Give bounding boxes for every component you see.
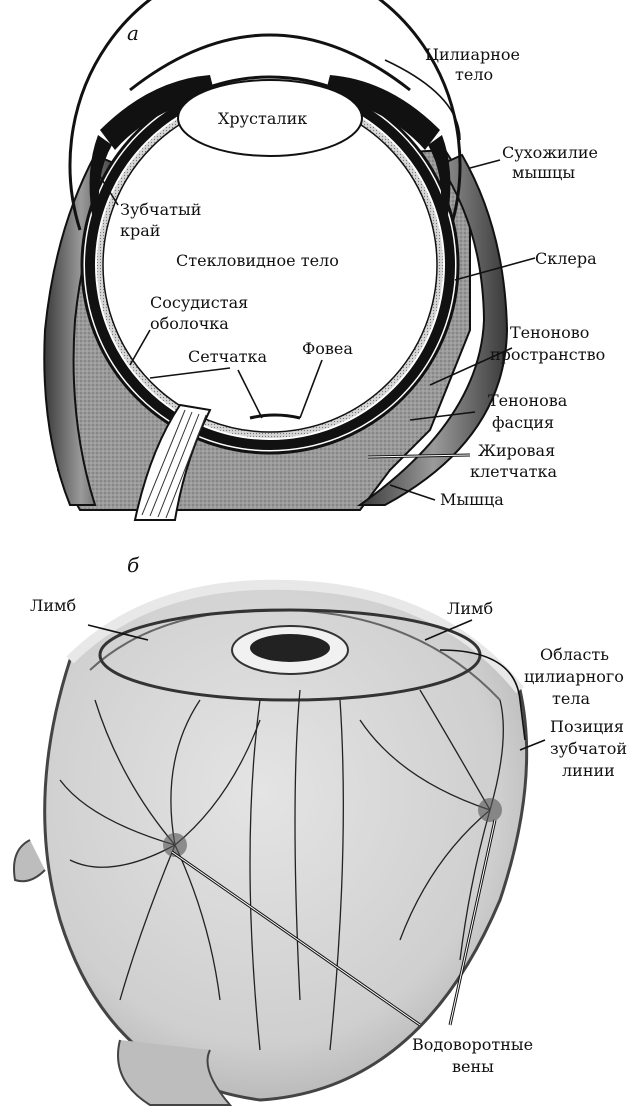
label-sclera: Склера	[535, 249, 597, 268]
label-choroid-1: Сосудистая	[150, 293, 248, 312]
label-limbus-right: Лимб	[447, 599, 493, 618]
label-tendon-2: мышцы	[512, 163, 575, 182]
label-tendon-1: Сухожилие	[502, 143, 598, 162]
label-vortex-1: Водоворотные	[412, 1035, 533, 1054]
pupil	[250, 634, 330, 662]
vortex-vein-right	[478, 798, 502, 822]
label-ora-position-3: линии	[562, 761, 615, 780]
label-ciliary-2: тело	[455, 65, 493, 84]
label-retina: Сетчатка	[188, 347, 268, 366]
panel-a-letter: а	[127, 21, 139, 45]
label-ora-position-2: зубчатой	[550, 739, 627, 758]
label-ora-position-1: Позиция	[550, 717, 624, 736]
label-fovea: Фовеа	[302, 339, 353, 358]
muscle-stub	[14, 840, 45, 881]
label-ora-2: край	[120, 221, 160, 240]
label-vortex-2: вены	[452, 1057, 494, 1076]
label-ciliary-region-2: цилиарного	[524, 667, 624, 686]
label-lens: Хрусталик	[218, 109, 307, 128]
leader-tendon	[470, 160, 500, 168]
label-limbus-left: Лимб	[30, 596, 76, 615]
label-choroid-2: оболочка	[150, 314, 229, 333]
panel-b-letter: б	[127, 553, 140, 577]
label-tenon-fascia-1: Тенонова	[488, 391, 568, 410]
label-ciliary-region-1: Область	[540, 645, 609, 664]
panel-a: а Цилиарное тело Хрусталик	[44, 0, 605, 520]
label-tenon-space-2: пространство	[490, 345, 605, 364]
label-ciliary-region-3: тела	[552, 689, 590, 708]
label-vitreous: Стекловидное тело	[176, 251, 339, 270]
label-tenon-space-1: Теноново	[510, 323, 589, 342]
panel-b: б	[14, 553, 627, 1105]
label-ora-1: Зубчатый	[120, 200, 201, 219]
label-ciliary-1: Цилиарное	[425, 45, 520, 64]
label-fat-2: клетчатка	[470, 462, 557, 481]
label-fat-1: Жировая	[478, 441, 555, 460]
label-tenon-fascia-2: фасция	[492, 413, 554, 432]
label-muscle: Мышца	[440, 490, 504, 509]
